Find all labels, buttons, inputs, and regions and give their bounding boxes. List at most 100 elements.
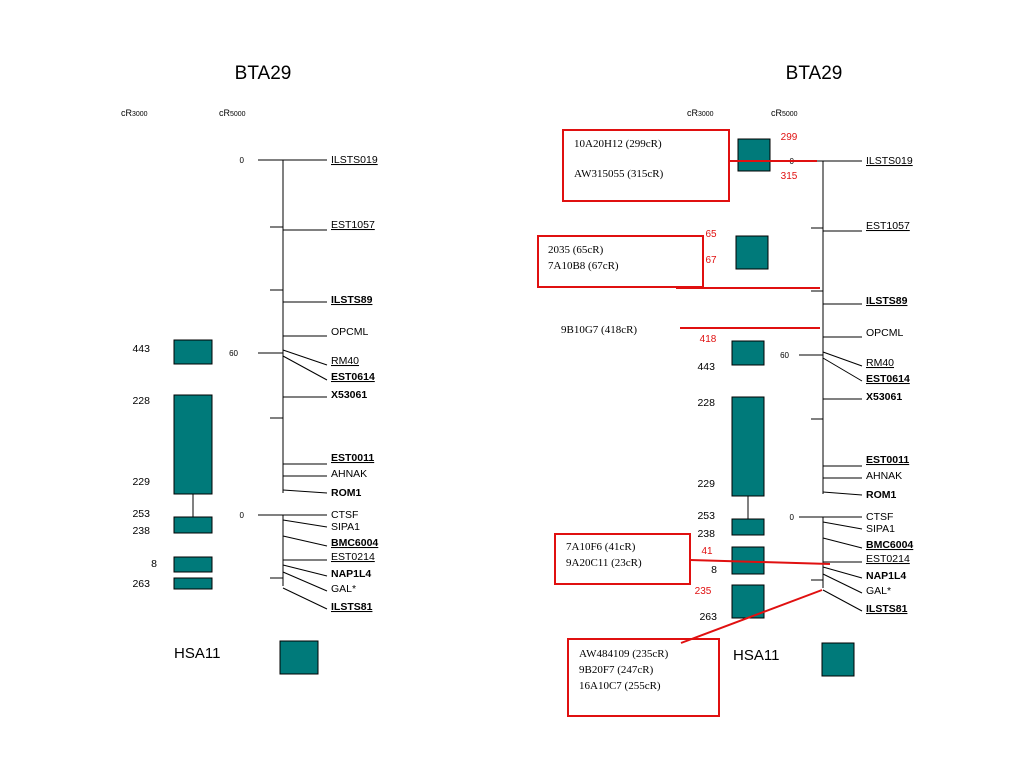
marker-label: ILSTS89 — [866, 295, 908, 307]
left-tick-values: 0 60 0 — [229, 156, 244, 520]
right-cr5000-label: cR5000 — [771, 108, 798, 118]
marker-label: BMC6004 — [866, 539, 913, 551]
annotation-box — [562, 129, 730, 202]
left-cr5000-label: cR5000 — [219, 108, 246, 118]
marker-label: EST0011 — [331, 452, 374, 464]
annotation-line: 9B20F7 (247cR) — [579, 664, 654, 676]
left-map-axis — [258, 159, 328, 610]
marker-label: ILSTS81 — [331, 601, 373, 613]
red-value: 65 — [705, 229, 717, 240]
marker-label: ILSTS019 — [331, 154, 378, 166]
left-marker-labels: ILSTS019 EST1057 ILSTS89 OPCML RM40 EST0… — [331, 154, 378, 613]
block — [173, 577, 213, 590]
left-cr3000-label: cR3000 — [121, 108, 148, 118]
annotation-line: 2035 (65cR) — [548, 244, 604, 256]
block-value: 228 — [132, 395, 150, 407]
marker-label: EST0011 — [866, 454, 909, 466]
tick-value: 0 — [240, 511, 245, 520]
marker-label: ILSTS89 — [331, 294, 373, 306]
left-panel: BTA29 cR3000 cR5000 — [121, 63, 378, 675]
block-value: 229 — [697, 478, 715, 490]
annotation-line: AW315055 (315cR) — [574, 168, 664, 180]
block — [737, 138, 771, 172]
left-blocks — [173, 339, 213, 590]
marker-label: BMC6004 — [331, 537, 378, 549]
marker-label: SIPA1 — [331, 521, 360, 533]
block — [731, 518, 765, 536]
annotation-box — [537, 235, 704, 288]
marker-label: CTSF — [331, 509, 358, 521]
left-title: BTA29 — [235, 63, 292, 84]
annotation-line: 16A10C7 (255cR) — [579, 680, 661, 692]
marker-label: EST1057 — [331, 219, 375, 231]
left-block-values: 443 228 229 253 238 8 263 — [132, 343, 157, 590]
marker-label: EST0614 — [866, 373, 910, 385]
annotation-box — [554, 533, 691, 585]
block — [731, 584, 765, 619]
block-value: 253 — [132, 508, 150, 520]
right-cr3000-label: cR3000 — [687, 108, 714, 118]
tick-value: 0 — [790, 513, 795, 522]
tick-value: 60 — [229, 349, 238, 358]
tick-value: 0 — [240, 156, 245, 165]
block — [173, 339, 213, 365]
left-hsa-legend-swatch — [279, 640, 319, 675]
annotation-line: 10A20H12 (299cR) — [574, 138, 662, 150]
block-value: 263 — [132, 578, 150, 590]
block-value: 443 — [697, 361, 715, 373]
block-value: 8 — [711, 564, 717, 576]
marker-label: X53061 — [866, 391, 902, 403]
right-title: BTA29 — [786, 63, 843, 84]
marker-label: EST0214 — [331, 551, 375, 563]
annotation-line: 7A10F6 (41cR) — [566, 541, 636, 553]
marker-label: X53061 — [331, 389, 367, 401]
red-value: 67 — [705, 255, 717, 266]
right-tick-values: 0 60 0 — [780, 157, 794, 522]
red-value: 418 — [700, 334, 717, 345]
block-value: 229 — [132, 476, 150, 488]
right-marker-labels: ILSTS019 EST1057 ILSTS89 OPCML RM40 EST0… — [866, 155, 913, 615]
block — [731, 396, 765, 497]
marker-label: RM40 — [866, 357, 894, 369]
red-value: 235 — [695, 586, 712, 597]
marker-label: EST1057 — [866, 220, 910, 232]
block-value: 238 — [697, 528, 715, 540]
marker-label: SIPA1 — [866, 523, 895, 535]
red-value: 299 — [781, 132, 798, 143]
marker-label: ILSTS019 — [866, 155, 913, 167]
marker-label: OPCML — [331, 326, 369, 338]
block-value: 8 — [151, 558, 157, 570]
red-value: 315 — [781, 171, 798, 182]
marker-label: ROM1 — [866, 489, 896, 501]
marker-label: RM40 — [331, 355, 359, 367]
block — [735, 235, 769, 270]
block — [731, 340, 765, 366]
right-map-axis — [799, 160, 863, 612]
right-hsa-legend-swatch — [821, 642, 855, 677]
annotation-line: 7A10B8 (67cR) — [548, 260, 619, 272]
marker-label: ROM1 — [331, 487, 361, 499]
right-hsa-label: HSA11 — [733, 647, 779, 664]
marker-label: OPCML — [866, 327, 904, 339]
marker-label: AHNAK — [331, 468, 367, 480]
block — [173, 516, 213, 534]
annotation-line: 9A20C11 (23cR) — [566, 557, 642, 569]
block — [173, 394, 213, 495]
marker-label: ILSTS81 — [866, 603, 908, 615]
marker-label: EST0214 — [866, 553, 910, 565]
red-value: 41 — [701, 546, 713, 557]
marker-label: GAL* — [866, 585, 891, 597]
marker-label: EST0614 — [331, 371, 375, 383]
marker-label: NAP1L4 — [866, 570, 906, 582]
marker-label: CTSF — [866, 511, 893, 523]
block-value: 253 — [697, 510, 715, 522]
right-blocks — [731, 138, 771, 619]
marker-label: NAP1L4 — [331, 568, 371, 580]
annotation-line: AW484109 (235cR) — [579, 648, 669, 660]
block-value: 263 — [699, 611, 717, 623]
marker-label: GAL* — [331, 583, 356, 595]
right-annotation-boxes — [537, 129, 730, 717]
right-red-values: 299 315 65 67 418 41 235 — [695, 132, 798, 597]
annotation-box — [567, 638, 720, 717]
